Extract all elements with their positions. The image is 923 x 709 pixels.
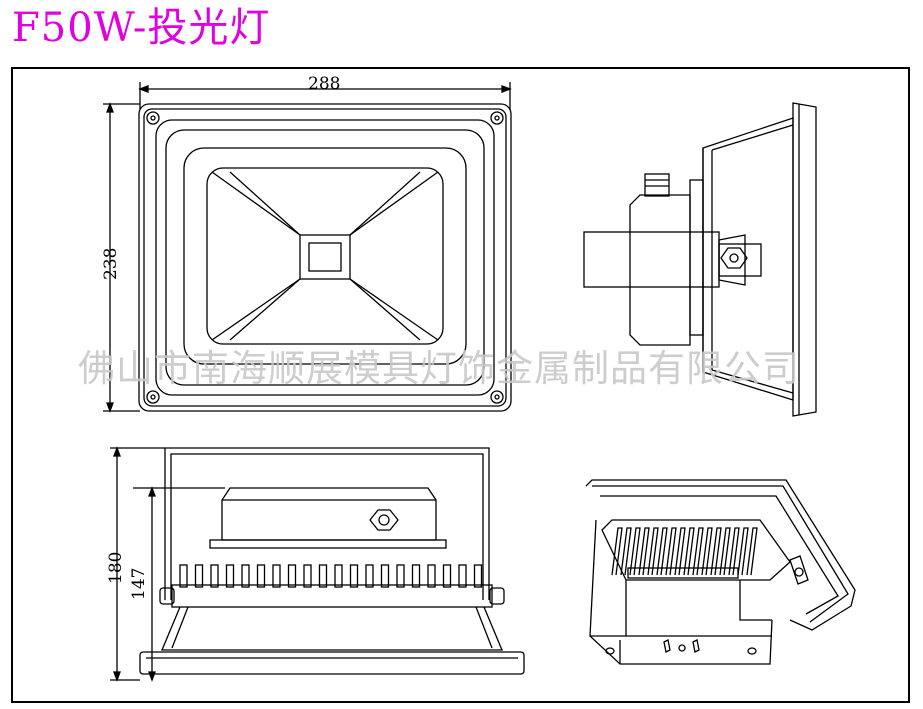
front-view [103,82,512,413]
heatsink-fin [442,564,452,588]
heatsink-fin [256,564,266,588]
heatsink-fin [194,564,204,588]
heatsink-fin [225,564,235,588]
heatsink-fin [303,564,312,588]
iso-fin [638,527,650,576]
heatsink-fin [210,564,219,588]
iso-fin [683,527,695,576]
heatsink-fin [365,564,374,588]
heatsink-fin [396,564,405,588]
iso-fin [710,527,722,576]
dim-height-label: 238 [101,247,121,280]
watermark-text: 佛山市南海顺展模具灯饰金属制品有限公司 [78,347,800,390]
heatsink-fin [473,564,483,588]
iso-fin [719,527,731,576]
iso-fin [692,527,704,576]
heatsink-fin [349,564,359,588]
heatsink-fin [334,564,343,588]
iso-fin [728,527,740,576]
iso-fin [674,527,686,576]
iso-fin [701,527,713,576]
drawing-frame [11,67,910,703]
iso-fin [737,527,749,576]
iso-fin [647,527,659,576]
iso-fin [629,527,641,576]
dim-width-label: 288 [308,74,341,94]
heatsink-fin [241,564,250,588]
iso-fin [665,527,677,576]
heatsink-fin [411,564,421,588]
bottom-view [110,446,525,682]
drawing-title: F50W-投光灯 [12,5,271,51]
heatsink-fin [179,564,188,588]
iso-fin [611,527,623,576]
iso-fin [656,527,668,576]
iso-fin [620,527,632,576]
iso-view [585,479,856,665]
heatsink-fin [318,564,328,588]
dim-depth-body-label: 147 [129,567,149,600]
side-view [583,102,817,417]
heatsink-fin [458,564,467,588]
heatsink-fin [287,564,297,588]
heatsink-fin [380,564,390,588]
heatsink-fin [427,564,436,588]
dim-depth-total-label: 180 [106,551,126,584]
iso-fin [746,527,758,576]
heatsink-fin [272,564,281,588]
